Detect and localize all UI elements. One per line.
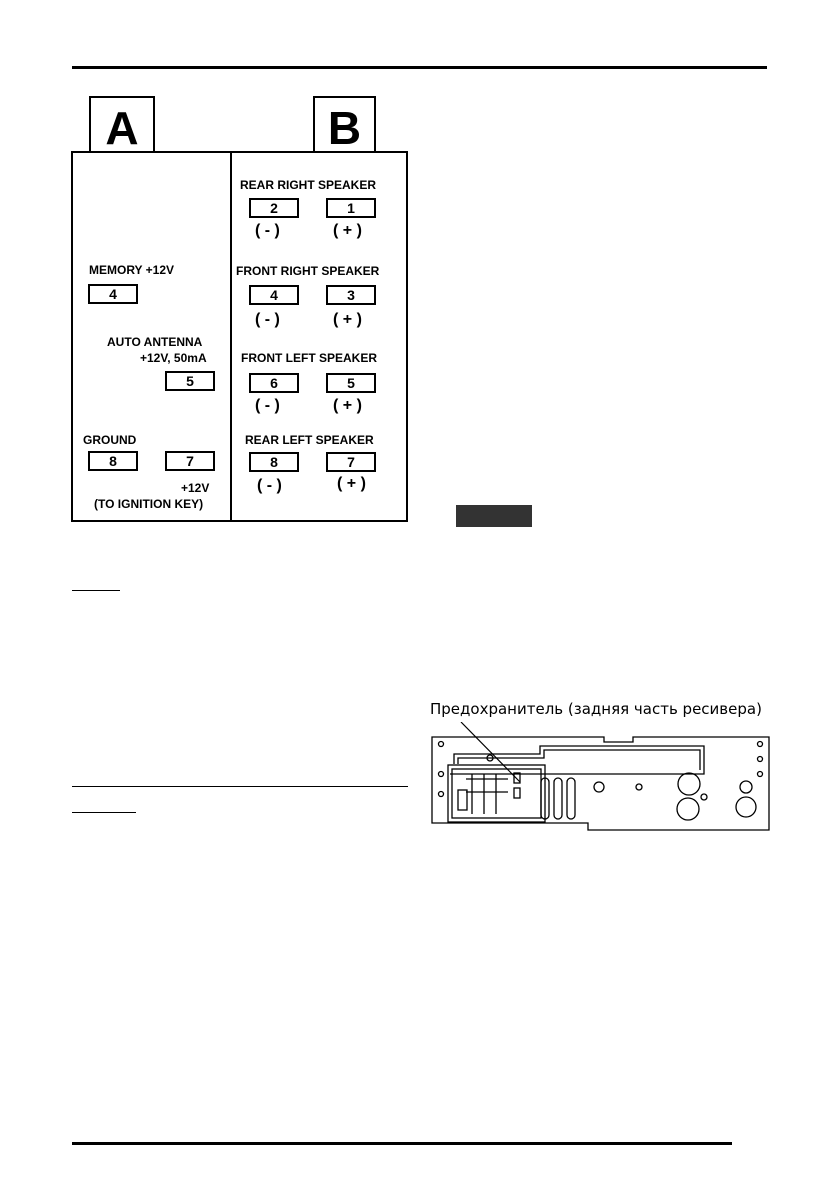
connector-a-tab: A <box>89 96 155 153</box>
speaker-label: REAR LEFT SPEAKER <box>245 433 374 447</box>
note-label-bar <box>456 505 532 527</box>
receiver-rear-panel-illustration <box>431 722 770 831</box>
ignition-sub-label: (TO IGNITION KEY) <box>94 497 204 511</box>
polarity-positive: ( + ) <box>333 397 362 414</box>
speaker-label: FRONT LEFT SPEAKER <box>241 351 378 365</box>
connector-divider <box>230 151 232 522</box>
polarity-negative: ( - ) <box>255 222 280 239</box>
pin-b6: 6 <box>249 373 299 393</box>
pin-b5: 5 <box>326 373 376 393</box>
pin-b3: 3 <box>326 285 376 305</box>
pin-a7: 7 <box>165 451 215 471</box>
top-rule <box>72 66 767 69</box>
polarity-negative: ( - ) <box>257 477 282 494</box>
polarity-negative: ( - ) <box>255 311 280 328</box>
polarity-negative: ( - ) <box>255 397 280 414</box>
text-underline <box>72 786 408 787</box>
pin-b7: 7 <box>326 452 376 472</box>
antenna-label: AUTO ANTENNA <box>107 335 203 349</box>
pin-b8: 8 <box>249 452 299 472</box>
speaker-label: REAR RIGHT SPEAKER <box>240 178 377 192</box>
ground-label: GROUND <box>83 433 137 447</box>
pin-b2: 2 <box>249 198 299 218</box>
connector-b-tab: B <box>313 96 376 153</box>
connector-b-letter: B <box>327 102 362 154</box>
text-underline <box>72 812 136 813</box>
speaker-label: FRONT RIGHT SPEAKER <box>236 264 380 278</box>
polarity-positive: ( + ) <box>337 475 366 492</box>
fuse-caption: Предохранитель (задняя часть ресивера) <box>430 700 762 718</box>
pin-a4: 4 <box>88 284 138 304</box>
connector-a-letter: A <box>105 102 139 154</box>
polarity-positive: ( + ) <box>333 311 362 328</box>
antenna-sub-label: +12V, 50mA <box>140 351 207 365</box>
pin-a8: 8 <box>88 451 138 471</box>
ignition-label: +12V <box>181 481 210 495</box>
pin-b1: 1 <box>326 198 376 218</box>
memory-label: MEMORY +12V <box>89 263 175 277</box>
bottom-rule <box>72 1142 732 1145</box>
pin-b4: 4 <box>249 285 299 305</box>
pin-a5: 5 <box>165 371 215 391</box>
polarity-positive: ( + ) <box>333 222 362 239</box>
text-underline <box>72 590 120 591</box>
